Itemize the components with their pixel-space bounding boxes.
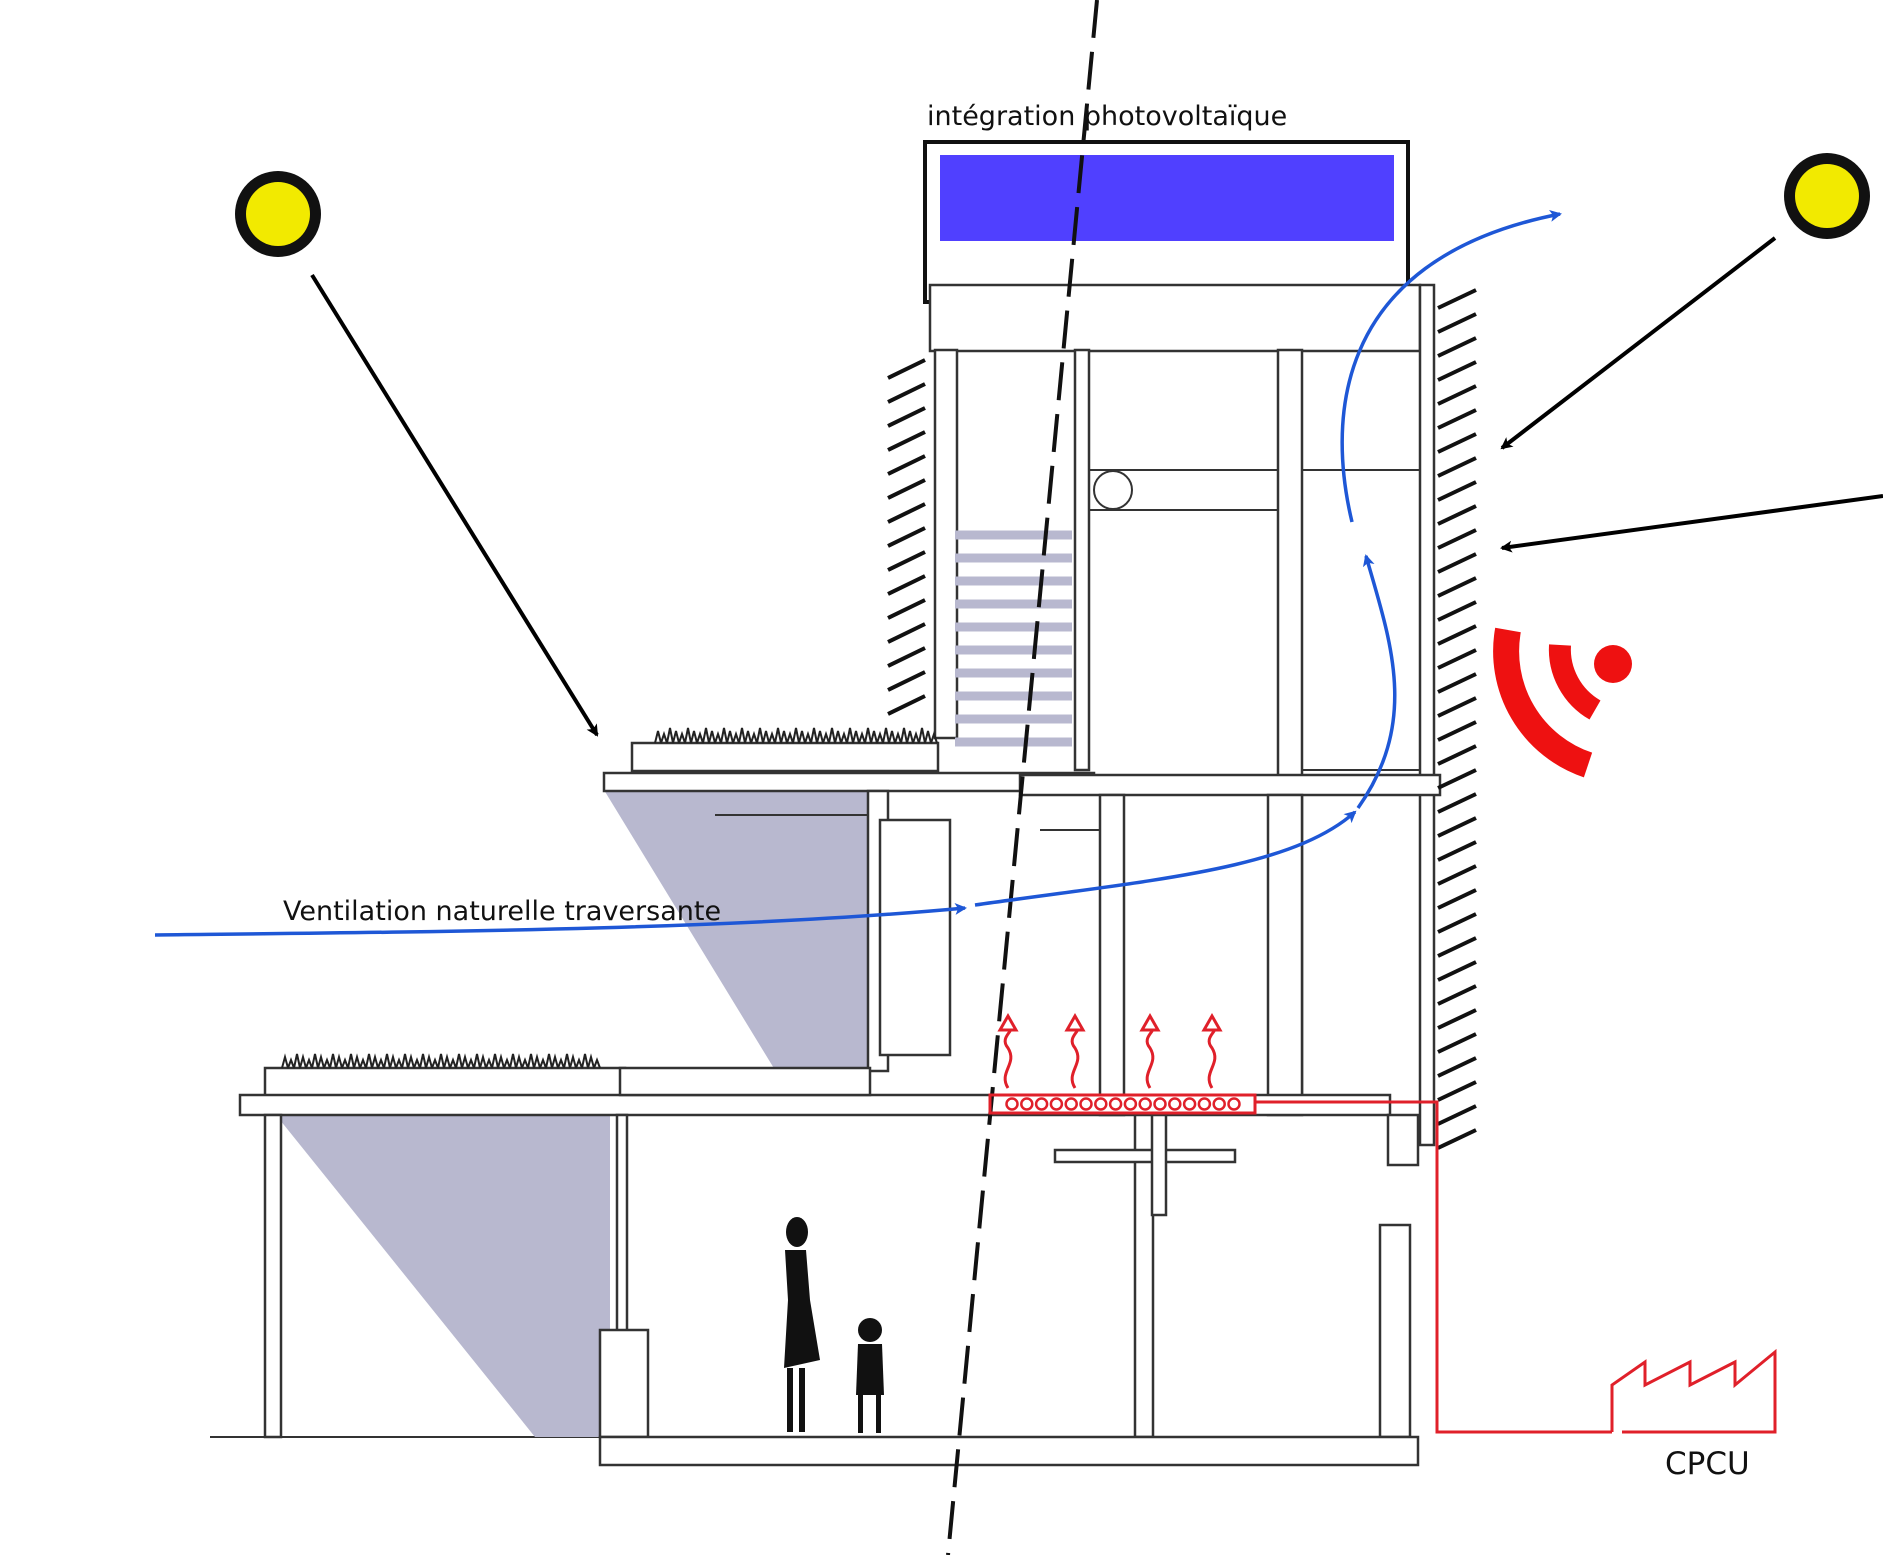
- airflow-rise: [974, 810, 1357, 907]
- shadow-upper: [604, 790, 868, 1070]
- airflow-main: [154, 902, 967, 937]
- woman-silhouette-icon: [784, 1217, 820, 1432]
- ventilation-label: Ventilation naturelle traversante: [283, 896, 721, 927]
- pv-panel: [940, 155, 1394, 241]
- greenery: [281, 727, 938, 1069]
- airflow-exit: [1340, 210, 1562, 523]
- cpcu-factory-icon: [1610, 1348, 1777, 1434]
- wireless-signal-icon: [1493, 627, 1632, 778]
- sun-ray-right: [1500, 236, 1777, 450]
- floor-heating: CPCU: [988, 1012, 1777, 1482]
- airflow-up: [1356, 554, 1397, 810]
- building-structure: [238, 283, 1442, 1467]
- cpcu-label: CPCU: [1665, 1446, 1750, 1482]
- sun-left-icon: [235, 171, 321, 257]
- child-silhouette-icon: [856, 1318, 884, 1433]
- shadow-lower: [276, 1115, 610, 1437]
- district-heating-pipe: [1255, 1100, 1612, 1434]
- airflow: Ventilation naturelle traversante: [154, 210, 1562, 937]
- sun-right-icon: [1784, 153, 1870, 239]
- pv-label: intégration photovoltaïque: [927, 101, 1287, 132]
- facade-hatching: [887, 288, 1477, 1150]
- wind-arrow-right: [1500, 494, 1883, 553]
- section-line: [946, 0, 1099, 1555]
- sun-ray-left: [310, 273, 599, 737]
